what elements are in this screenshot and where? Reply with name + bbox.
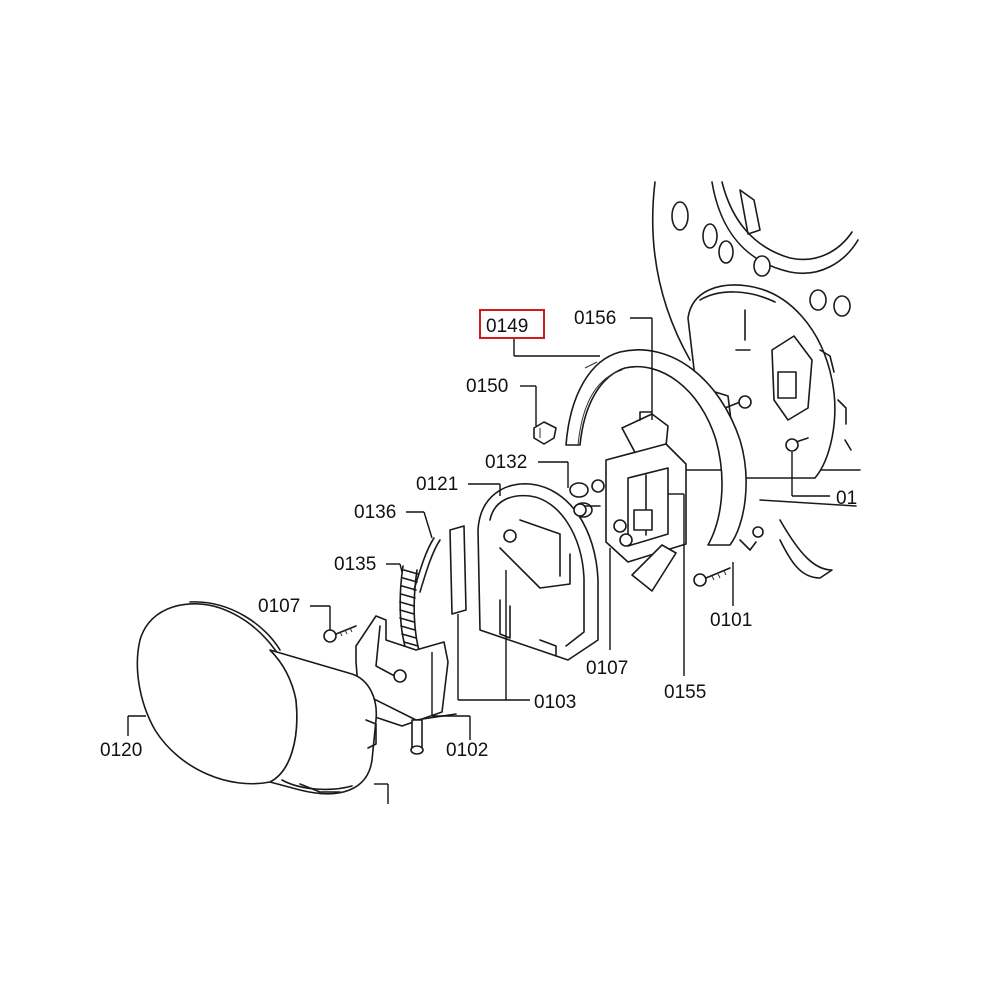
part-0121-mounting-plate xyxy=(477,483,599,661)
callout-labels: 0149 0156 0150 0132 0121 0136 0135 0107 … xyxy=(100,308,857,761)
screw-housing-lower xyxy=(739,526,764,551)
callout-0156: 0156 xyxy=(574,308,616,329)
callout-0135: 0135 xyxy=(334,554,376,575)
screw-0101 xyxy=(693,567,731,587)
part-0149-seal-strip xyxy=(565,349,747,546)
part-0150-clip xyxy=(533,421,557,445)
callout-0107-right: 0107 xyxy=(586,658,628,679)
part-0120-handle-cover xyxy=(136,601,378,795)
part-0135-spring xyxy=(399,565,421,655)
callout-0107-left: 0107 xyxy=(258,596,300,617)
callout-0150: 0150 xyxy=(466,376,508,397)
appliance-housing xyxy=(649,181,861,579)
screw-0107-left xyxy=(323,625,357,643)
highlight-box-0149 xyxy=(479,309,545,339)
leader-lines xyxy=(127,317,734,804)
callout-0155: 0155 xyxy=(664,682,706,703)
callout-0121: 0121 xyxy=(416,474,458,495)
callout-0149: 0149 xyxy=(486,316,528,337)
part-0102-holder xyxy=(355,615,457,755)
callout-0120: 0120 xyxy=(100,740,142,761)
part-0136-cable xyxy=(413,537,441,593)
callout-01: 01 xyxy=(836,488,857,509)
callout-0102: 0102 xyxy=(446,740,488,761)
callout-0132: 0132 xyxy=(485,452,527,473)
callout-0101: 0101 xyxy=(710,610,752,631)
part-0103-insulation-strip xyxy=(449,525,467,615)
callout-0103: 0103 xyxy=(534,692,576,713)
callout-0136: 0136 xyxy=(354,502,396,523)
